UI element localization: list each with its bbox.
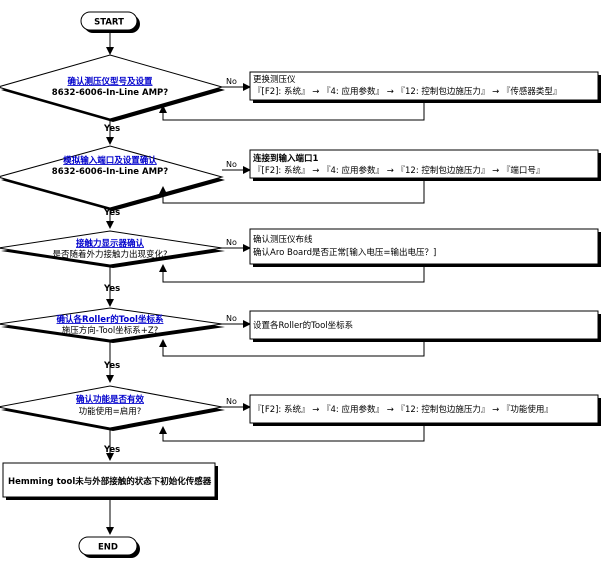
- start-terminal: START: [80, 11, 140, 33]
- decision-2-title: 模拟输入端口及设置确认: [63, 155, 157, 166]
- end-label: END: [98, 543, 118, 553]
- no-label: No: [226, 160, 237, 169]
- no-label: No: [226, 397, 237, 406]
- decision-5: 确认功能是否有效 功能使用=启用?: [0, 385, 225, 431]
- action-box-2: 连接到输入端口1 『[F2]: 系统』 → 『4: 应用参数』 → 『12: 控…: [249, 149, 601, 181]
- yes-label: Yes: [103, 124, 120, 134]
- no-label: No: [226, 238, 237, 247]
- decision-1-sub: 8632-6006-In-Line AMP?: [52, 88, 168, 98]
- action-box-1-line1: 更换测压仪: [253, 74, 296, 85]
- decision-3-title: 接触力显示器确认: [76, 238, 145, 249]
- action-box-4-line1: 设置各Roller的Tool坐标系: [253, 320, 353, 331]
- decision-2: 模拟输入端口及设置确认 8632-6006-In-Line AMP?: [0, 145, 225, 211]
- action-box-3-line1: 确认测压仪布线: [253, 234, 313, 245]
- process-init-sensor: Hemming tool未与外部接触的状态下初始化传感器: [2, 462, 218, 500]
- action-box-5: 『[F2]: 系统』 → 『4: 应用参数』 → 『12: 控制包边施压力』 →…: [249, 394, 601, 426]
- yes-label: Yes: [103, 361, 120, 371]
- action-box-2-line2: 『[F2]: 系统』 → 『4: 应用参数』 → 『12: 控制包边施压力』 →…: [253, 165, 544, 176]
- yes-label: Yes: [103, 445, 120, 455]
- yes-label: Yes: [103, 208, 120, 218]
- end-terminal: END: [78, 536, 140, 558]
- decision-1: 确认测压仪型号及设置 8632-6006-In-Line AMP?: [0, 54, 225, 122]
- process-init-sensor-label: Hemming tool未与外部接触的状态下初始化传感器: [8, 476, 212, 487]
- action-box-5-line1: 『[F2]: 系统』 → 『4: 应用参数』 → 『12: 控制包边施压力』 →…: [253, 404, 553, 415]
- decision-5-sub: 功能使用=启用?: [79, 406, 142, 417]
- action-box-4: 设置各Roller的Tool坐标系: [249, 310, 601, 342]
- decision-4: 确认各Roller的Tool坐标系 施压方向-Tool坐标系+Z?: [0, 307, 225, 343]
- decision-4-sub: 施压方向-Tool坐标系+Z?: [62, 325, 159, 336]
- action-box-3-line2: 确认Aro Board是否正常[输入电压=输出电压？]: [253, 247, 436, 258]
- start-label: START: [94, 18, 124, 28]
- decision-1-title: 确认测压仪型号及设置: [67, 76, 153, 87]
- decision-4-title: 确认各Roller的Tool坐标系: [57, 314, 164, 325]
- action-box-1-line2: 『[F2]: 系统』 → 『4: 应用参数』 → 『12: 控制包边施压力』 →…: [253, 86, 561, 97]
- no-label: No: [226, 77, 237, 86]
- action-box-1: 更换测压仪 『[F2]: 系统』 → 『4: 应用参数』 → 『12: 控制包边…: [249, 71, 601, 103]
- decision-5-title: 确认功能是否有效: [76, 394, 145, 405]
- action-box-3: 确认测压仪布线 确认Aro Board是否正常[输入电压=输出电压？]: [249, 228, 601, 267]
- yes-label: Yes: [103, 284, 120, 294]
- decision-3: 接触力显示器确认 是否随着外力接触力出现变化?: [0, 230, 225, 268]
- action-box-2-line1: 连接到输入端口1: [253, 153, 319, 164]
- decision-3-sub: 是否随着外力接触力出现变化?: [52, 249, 167, 260]
- decision-2-sub: 8632-6006-In-Line AMP?: [52, 167, 168, 177]
- no-label: No: [226, 314, 237, 323]
